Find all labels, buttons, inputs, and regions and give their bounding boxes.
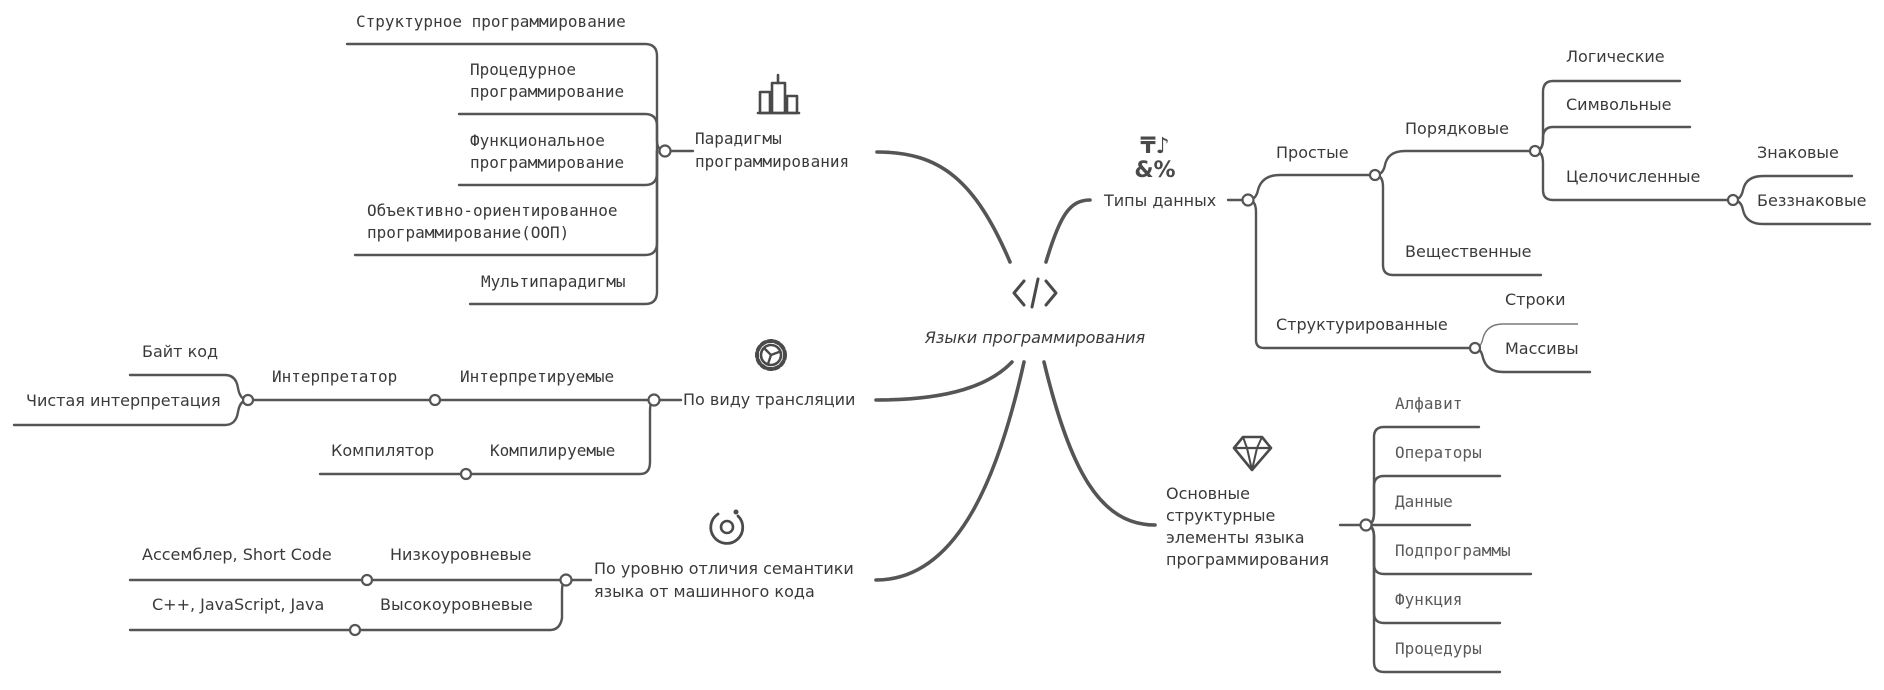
ordinal-knot [1528, 144, 1542, 158]
diamond-icon [1232, 435, 1273, 472]
element-function[interactable]: Функция [1395, 590, 1462, 609]
ordinal-line [1373, 149, 1537, 177]
paradigm-functional-2[interactable]: программирование [470, 153, 624, 172]
branch-types [1044, 198, 1092, 264]
elements-knot [1359, 518, 1373, 532]
paradigms-node[interactable]: Парадигмы программирования [695, 73, 849, 171]
paradigms-knot [658, 144, 672, 158]
simple-knot [1368, 168, 1382, 182]
translation-node[interactable]: По виду трансляции [683, 339, 855, 409]
code-icon [1012, 277, 1058, 309]
logical-line [1533, 79, 1682, 153]
semantics-label-2: языка от машинного кода [594, 582, 815, 601]
branch-elements [1042, 360, 1157, 527]
buildings-icon [756, 73, 801, 115]
low-example[interactable]: Ассемблер, Short Code [142, 545, 332, 564]
integer-label[interactable]: Целочисленные [1566, 167, 1700, 186]
element-subprograms[interactable]: Подпрограммы [1395, 541, 1511, 560]
elements-label-3: элементы языка [1166, 528, 1305, 547]
root-node[interactable]: Языки программирования [924, 277, 1146, 347]
element-procedures[interactable]: Процедуры [1395, 639, 1482, 658]
pure-interp-label[interactable]: Чистая интерпретация [26, 391, 221, 410]
signed-label[interactable]: Знаковые [1757, 143, 1839, 162]
interpreter-label[interactable]: Интерпретатор [272, 367, 397, 386]
translation-knot [647, 393, 661, 407]
compiled-knot [459, 467, 473, 481]
types-label: Типы данных [1103, 191, 1216, 210]
paradigms-label-2: программирования [695, 152, 849, 171]
element-operators[interactable]: Операторы [1395, 443, 1482, 462]
paradigm-oop-2[interactable]: программирование(ООП) [367, 223, 569, 242]
paradigm-functional-1[interactable]: Функциональное [470, 131, 605, 150]
low-knot [360, 573, 374, 587]
arrays-label[interactable]: Массивы [1505, 339, 1579, 358]
elements-node[interactable]: Основные структурные элементы языка прог… [1166, 435, 1329, 569]
high-label[interactable]: Высокоуровневые [380, 595, 533, 614]
gear-icon [755, 339, 787, 371]
strings-label[interactable]: Строки [1505, 290, 1566, 309]
root-label: Языки программирования [924, 328, 1146, 347]
semantics-label-1: По уровню отличия семантики [594, 559, 854, 578]
types-knot [1241, 193, 1255, 207]
branch-semantics [874, 360, 1026, 582]
semantics-node[interactable]: По уровню отличия семантики языка от маш… [594, 509, 854, 602]
simple-label[interactable]: Простые [1276, 143, 1349, 162]
symbolic-line [1533, 125, 1692, 153]
paradigms-label-1: Парадигмы [695, 129, 782, 148]
logical-label[interactable]: Логические [1566, 47, 1665, 66]
unsigned-label[interactable]: Беззнаковые [1757, 191, 1866, 210]
real-label[interactable]: Вещественные [1405, 242, 1532, 261]
symbols-icon-top: ₸♪ [1140, 134, 1169, 159]
elements-label-1: Основные [1166, 484, 1250, 503]
simple-line [1246, 173, 1377, 202]
structured-knot [1468, 341, 1482, 355]
paradigm-multi[interactable]: Мультипарадигмы [481, 272, 626, 291]
orbit-icon [709, 509, 745, 545]
element-alphabet[interactable]: Алфавит [1395, 394, 1462, 413]
element-data[interactable]: Данные [1395, 492, 1453, 511]
elements-label-2: структурные [1166, 506, 1275, 525]
structured-label[interactable]: Структурированные [1276, 315, 1448, 334]
elements-label-4: программирования [1166, 550, 1329, 569]
bytecode-label[interactable]: Байт код [142, 342, 218, 361]
low-label[interactable]: Низкоуровневые [390, 545, 531, 564]
paradigms-children-lines [345, 42, 667, 306]
symbolic-label[interactable]: Символьные [1566, 95, 1671, 114]
ordinal-label[interactable]: Порядковые [1405, 119, 1509, 138]
paradigm-procedural-2[interactable]: программирование [470, 82, 624, 101]
high-example[interactable]: C++, JavaScript, Java [152, 595, 324, 614]
translation-label: По виду трансляции [683, 390, 855, 409]
semantics-knot [559, 573, 573, 587]
compiler-label[interactable]: Компилятор [331, 441, 434, 460]
branch-paradigms [875, 150, 1012, 264]
paradigm-oop-1[interactable]: Объективно-ориентированное [367, 201, 617, 220]
integer-knot [1726, 193, 1740, 207]
interpreted-label[interactable]: Интерпретируемые [460, 367, 614, 386]
compiled-line [318, 398, 656, 476]
symbols-icon-bottom: &% [1134, 158, 1175, 183]
branch-translation [874, 360, 1014, 402]
paradigm-procedural-1[interactable]: Процедурное [470, 60, 576, 79]
interpreted-knot [428, 393, 442, 407]
high-knot [348, 623, 362, 637]
types-node[interactable]: ₸♪ &% Типы данных [1103, 134, 1216, 210]
interpreter-knot [241, 393, 255, 407]
symbols-icon: ₸♪ &% [1134, 134, 1175, 183]
paradigm-structured[interactable]: Структурное программирование [356, 12, 626, 31]
compiled-label[interactable]: Компилируемые [490, 441, 615, 460]
